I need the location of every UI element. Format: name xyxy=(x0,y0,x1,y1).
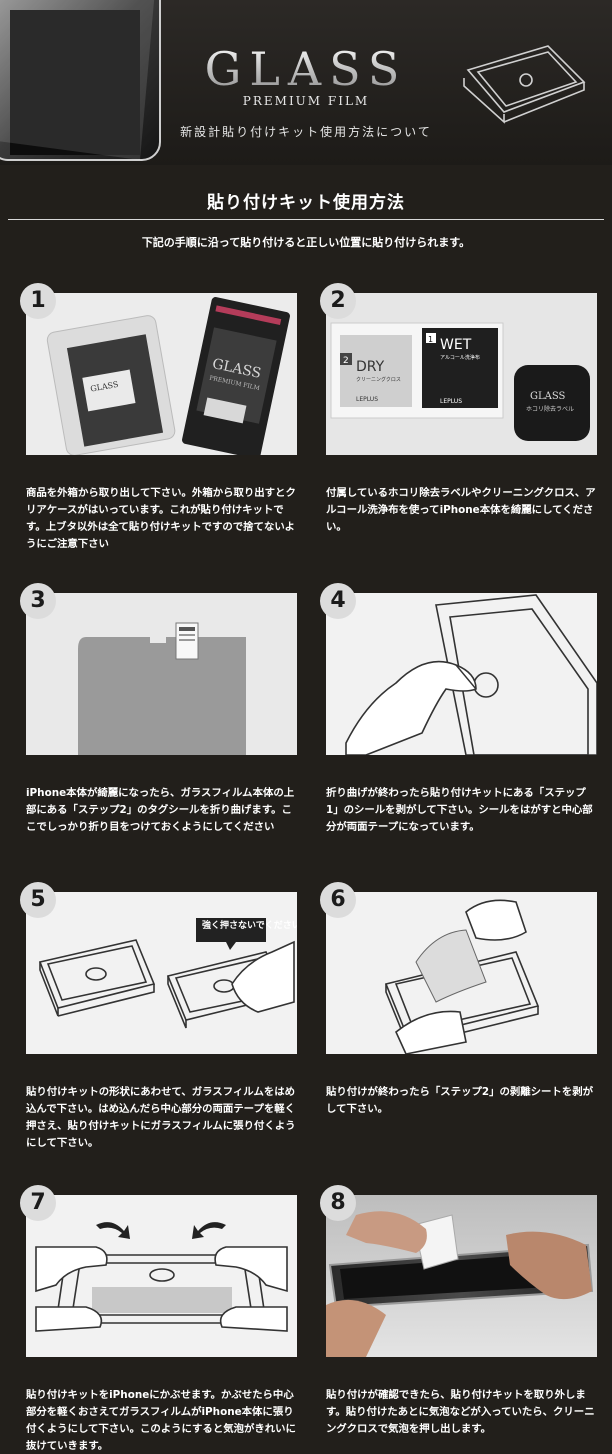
step-5: 5 強く押さないでください。 貼り付けキットの形状にあわせて、ガラスフィルムをは… xyxy=(20,882,297,1152)
step-photo: GLASS GLASS PREMIUM FILM xyxy=(26,293,297,455)
brand-logo-title: GLASS xyxy=(0,42,612,96)
step-photo xyxy=(26,1195,297,1357)
section-divider xyxy=(8,219,604,220)
step-description: 貼り付けが確認できたら、貼り付けキットを取り外します。貼り付けたあとに気泡などが… xyxy=(326,1389,595,1435)
brand-subtitle: PREMIUM FILM xyxy=(242,94,370,108)
step-photo xyxy=(326,1195,597,1357)
step-description: 折り曲げが終わったら貼り付けキットにある「ステップ1」のシールを剥がして下さい。… xyxy=(326,787,593,833)
step-8: 8 貼り付けが確認できたら、貼り付けキットを取り外します xyxy=(320,1185,597,1438)
step-description: 付属しているホコリ除去ラベルやクリーニングクロス、アルコール洗浄布を使ってiPh… xyxy=(326,487,596,533)
step-description: iPhone本体が綺麗になったら、ガラスフィルム本体の上部にある「ステップ2」の… xyxy=(26,787,295,833)
peel-sticker-illustration xyxy=(326,593,597,755)
step-description: 貼り付けキットの形状にあわせて、ガラスフィルムをはめ込んで下さい。はめ込んだら中… xyxy=(26,1086,296,1149)
dry-label: DRY xyxy=(356,359,385,375)
phone-glass-illustration xyxy=(0,0,161,161)
peel-release-sheet-illustration xyxy=(326,892,597,1054)
step-photo xyxy=(26,593,297,755)
product-package-illustration: GLASS GLASS PREMIUM FILM xyxy=(26,293,297,455)
dust-label-brand: GLASS xyxy=(530,391,566,402)
wet-number: 1 xyxy=(428,335,433,344)
step-photo xyxy=(326,892,597,1054)
step-number-badge: 5 xyxy=(20,882,56,918)
step-description: 貼り付けキットをiPhoneにかぶせます。かぶせたら中心部分を軽くおさえてガラス… xyxy=(26,1389,296,1452)
dry-number: 2 xyxy=(343,356,349,366)
header-caption: 新設計貼り付けキット使用方法について xyxy=(180,125,432,139)
step-3: 3 iPhone本体が綺麗になったら、ガラスフィルム本体の上部にある「ステップ2… xyxy=(20,583,297,836)
step-number-badge: 1 xyxy=(20,283,56,319)
step-photo: 強く押さないでください。 xyxy=(26,892,297,1054)
wet-brand: LEPLUS xyxy=(440,398,462,405)
fit-glass-into-kit-illustration: 強く押さないでください。 xyxy=(26,892,297,1054)
section-title: 貼り付けキット使用方法 xyxy=(207,193,405,213)
dry-brand: LEPLUS xyxy=(356,396,378,403)
dust-label-text: ホコリ除去ラベル xyxy=(526,405,574,413)
step-4: 4 折り曲げが終わったら貼り付けキットにある「ステップ1」のシールを剥がして下さ… xyxy=(320,583,597,836)
header-banner: GLASS PREMIUM FILM 新設計貼り付けキット使用方法について xyxy=(0,0,612,165)
step-number-badge: 8 xyxy=(320,1185,356,1221)
step-number-badge: 6 xyxy=(320,882,356,918)
caution-bubble-text: 強く押さないでください。 xyxy=(202,919,297,931)
section-intro: 下記の手順に沿って貼り付けると正しい位置に貼り付けられます。 xyxy=(141,236,471,249)
step-photo: 2 DRY クリーニングクロス 1 WET アルコール洗浄布 LEPLUS LE… xyxy=(326,293,597,455)
step-2: 2 2 DRY クリーニングクロス 1 WET アルコール洗浄布 LEPLUS … xyxy=(320,283,597,536)
step-number-badge: 2 xyxy=(320,283,356,319)
remove-kit-photo-illustration xyxy=(326,1195,597,1357)
step-7: 7 貼り付けキットをiPhoneにかぶせます。かぶせたら中心部分を軽くおさえてガ… xyxy=(20,1185,297,1454)
cleaning-kit-illustration: 2 DRY クリーニングクロス 1 WET アルコール洗浄布 LEPLUS LE… xyxy=(326,293,597,455)
step-number-badge: 3 xyxy=(20,583,56,619)
glass-film-tag-illustration xyxy=(26,593,297,755)
dry-sublabel: クリーニングクロス xyxy=(356,376,401,383)
step-description: 貼り付けが終わったら「ステップ2」の剥離シートを剥がして下さい。 xyxy=(326,1086,593,1115)
kit-tray-outline-icon xyxy=(463,45,586,124)
step-1: 1 GLASS GLASS PREMIUM FILM 商品を外箱から取り出して下… xyxy=(20,283,297,553)
step-number-badge: 7 xyxy=(20,1185,56,1221)
wet-label: WET xyxy=(440,337,472,353)
place-kit-on-iphone-illustration xyxy=(26,1195,297,1357)
step-6: 6 貼り付けが終わったら「ステップ2」の剥離シートを剥がして下さい。 xyxy=(320,882,597,1118)
step-number-badge: 4 xyxy=(320,583,356,619)
wet-sublabel: アルコール洗浄布 xyxy=(440,354,480,361)
step-description: 商品を外箱から取り出して下さい。外箱から取り出すとクリアケースがはいっています。… xyxy=(26,487,296,550)
step-photo xyxy=(326,593,597,755)
